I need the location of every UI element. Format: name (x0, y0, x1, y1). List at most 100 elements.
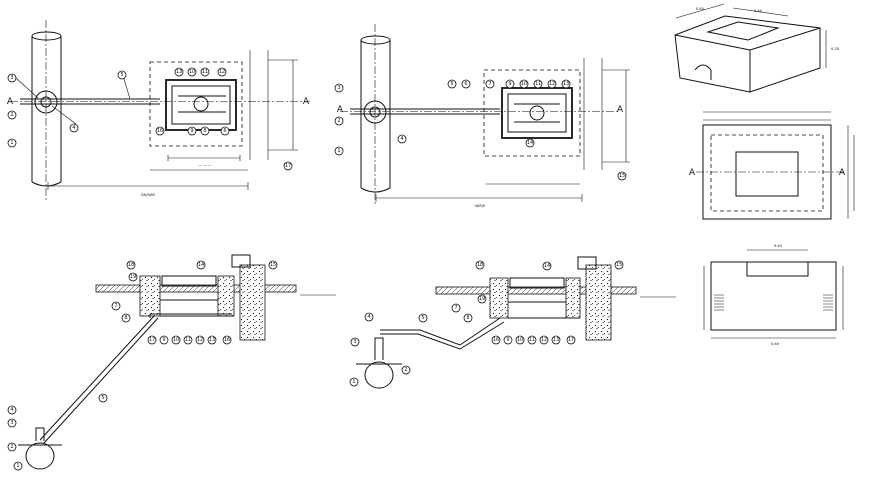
svg-text:DN/VAR: DN/VAR (141, 193, 155, 197)
svg-text:3: 3 (337, 85, 340, 91)
callout-bubble: 5 (117, 70, 127, 80)
svg-text:7: 7 (488, 81, 491, 87)
section-marker-right: A (303, 97, 310, 107)
callout-bubble: 7 (111, 301, 121, 311)
svg-text:14: 14 (198, 262, 204, 268)
callout-bubble: 6 (220, 126, 230, 136)
svg-text:16: 16 (157, 128, 163, 134)
callout-bubble: 4 (364, 312, 374, 322)
callout-bubble: 17 (283, 161, 293, 171)
svg-text:11: 11 (535, 81, 541, 87)
callout-bubble: 14 (196, 260, 206, 270)
svg-text:9: 9 (508, 81, 511, 87)
svg-text:13: 13 (553, 337, 559, 343)
svg-text:16: 16 (224, 337, 230, 343)
svg-text:13: 13 (176, 69, 182, 75)
section-view-middle: 18 19 14 15 7 8 5 4 3 2 1 16 9 10 11 12 … (349, 256, 676, 389)
callout-bubble: 11 (200, 67, 210, 77)
callout-bubble: 1 (7, 138, 17, 148)
callout-bubble: 15 (614, 260, 624, 270)
svg-text:13: 13 (209, 337, 215, 343)
svg-text:1: 1 (352, 379, 355, 385)
callout-bubble: 12 (539, 335, 549, 345)
svg-text:5: 5 (450, 81, 453, 87)
svg-text:7: 7 (454, 305, 457, 311)
callout-bubble: 13 (551, 335, 561, 345)
callout-bubble: 8 (200, 126, 210, 136)
svg-text:6: 6 (464, 81, 467, 87)
section-marker-left: A (7, 97, 14, 107)
callout-bubble: 2 (7, 110, 17, 120)
svg-text:0.40: 0.40 (754, 9, 763, 13)
svg-text:0.40: 0.40 (774, 244, 783, 248)
section-box-view: 0.40 0.60 (703, 244, 844, 346)
svg-text:0.60: 0.60 (696, 7, 705, 11)
svg-text:4: 4 (72, 125, 75, 131)
svg-text:11: 11 (529, 337, 535, 343)
svg-text:3: 3 (353, 339, 356, 345)
svg-text:18: 18 (477, 262, 483, 268)
svg-text:7: 7 (114, 303, 117, 309)
svg-text:17: 17 (285, 163, 291, 169)
callout-bubble: 3 (7, 73, 17, 83)
svg-text:5: 5 (101, 395, 104, 401)
svg-text:17: 17 (149, 337, 155, 343)
plan-view-middle: VAR/E A A 3 2 1 4 5 6 7 9 10 11 12 13 14… (334, 24, 630, 208)
svg-text:16: 16 (493, 337, 499, 343)
svg-text:1: 1 (10, 140, 13, 146)
callout-bubble: 16 (222, 335, 232, 345)
callout-bubble: 11 (533, 79, 543, 89)
svg-text:19: 19 (130, 274, 136, 280)
callout-bubble: 13 (174, 67, 184, 77)
svg-text:14: 14 (544, 263, 550, 269)
callout-bubble: 16 (155, 126, 165, 136)
callout-bubble: 9 (503, 335, 513, 345)
svg-text:10: 10 (189, 69, 195, 75)
svg-text:— — —: — — — (198, 163, 211, 167)
svg-text:10: 10 (521, 81, 527, 87)
callout-bubble: 3 (350, 337, 360, 347)
svg-text:18: 18 (128, 262, 134, 268)
svg-text:14: 14 (527, 140, 533, 146)
svg-text:VAR/E: VAR/E (475, 204, 486, 208)
svg-text:12: 12 (197, 337, 203, 343)
svg-text:9: 9 (162, 337, 165, 343)
callout-bubble: 19 (477, 294, 487, 304)
svg-text:15: 15 (616, 262, 622, 268)
svg-text:13: 13 (563, 81, 569, 87)
callout-bubble: 1 (349, 377, 359, 387)
callout-bubble: 4 (7, 405, 17, 415)
callout-bubble: 11 (183, 335, 193, 345)
plan-view-left: DN/VAR — — — A A 3 2 1 4 5 13 10 11 12 1… (7, 20, 310, 200)
callout-bubble: 12 (217, 67, 227, 77)
svg-text:4: 4 (367, 314, 370, 320)
callout-bubble: 15 (617, 171, 627, 181)
callout-bubble: 19 (128, 272, 138, 282)
callout-bubble: 5 (447, 79, 457, 89)
svg-text:6: 6 (223, 128, 226, 134)
svg-text:4: 4 (400, 136, 403, 142)
section-view-left: 18 19 7 8 14 15 5 4 3 2 1 17 9 10 11 12 … (7, 254, 336, 471)
isometric-box-view: 0.60 0.40 0.35 (674, 3, 839, 93)
section-marker-box-left: A (689, 168, 696, 178)
callout-bubble: 10 (171, 335, 181, 345)
svg-text:3: 3 (10, 420, 13, 426)
callout-bubble: 17 (147, 335, 157, 345)
svg-text:0.35: 0.35 (831, 47, 839, 51)
callout-bubble: 4 (69, 123, 79, 133)
callout-bubble: 12 (547, 79, 557, 89)
callout-bubble: 18 (126, 260, 136, 270)
svg-text:0.60: 0.60 (771, 342, 780, 346)
section-marker-left-2: A (337, 105, 344, 115)
callout-bubble: 14 (525, 138, 535, 148)
svg-text:15: 15 (270, 262, 276, 268)
callout-bubble: 9 (505, 79, 515, 89)
callout-bubble: 3 (334, 83, 344, 93)
callout-bubble: 1 (13, 461, 23, 471)
callout-bubble: 10 (515, 335, 525, 345)
callout-bubble: 5 (418, 313, 428, 323)
callout-bubble: 3 (7, 418, 17, 428)
svg-text:1: 1 (16, 463, 19, 469)
callout-bubble: 6 (461, 79, 471, 89)
callout-bubble: 13 (561, 79, 571, 89)
